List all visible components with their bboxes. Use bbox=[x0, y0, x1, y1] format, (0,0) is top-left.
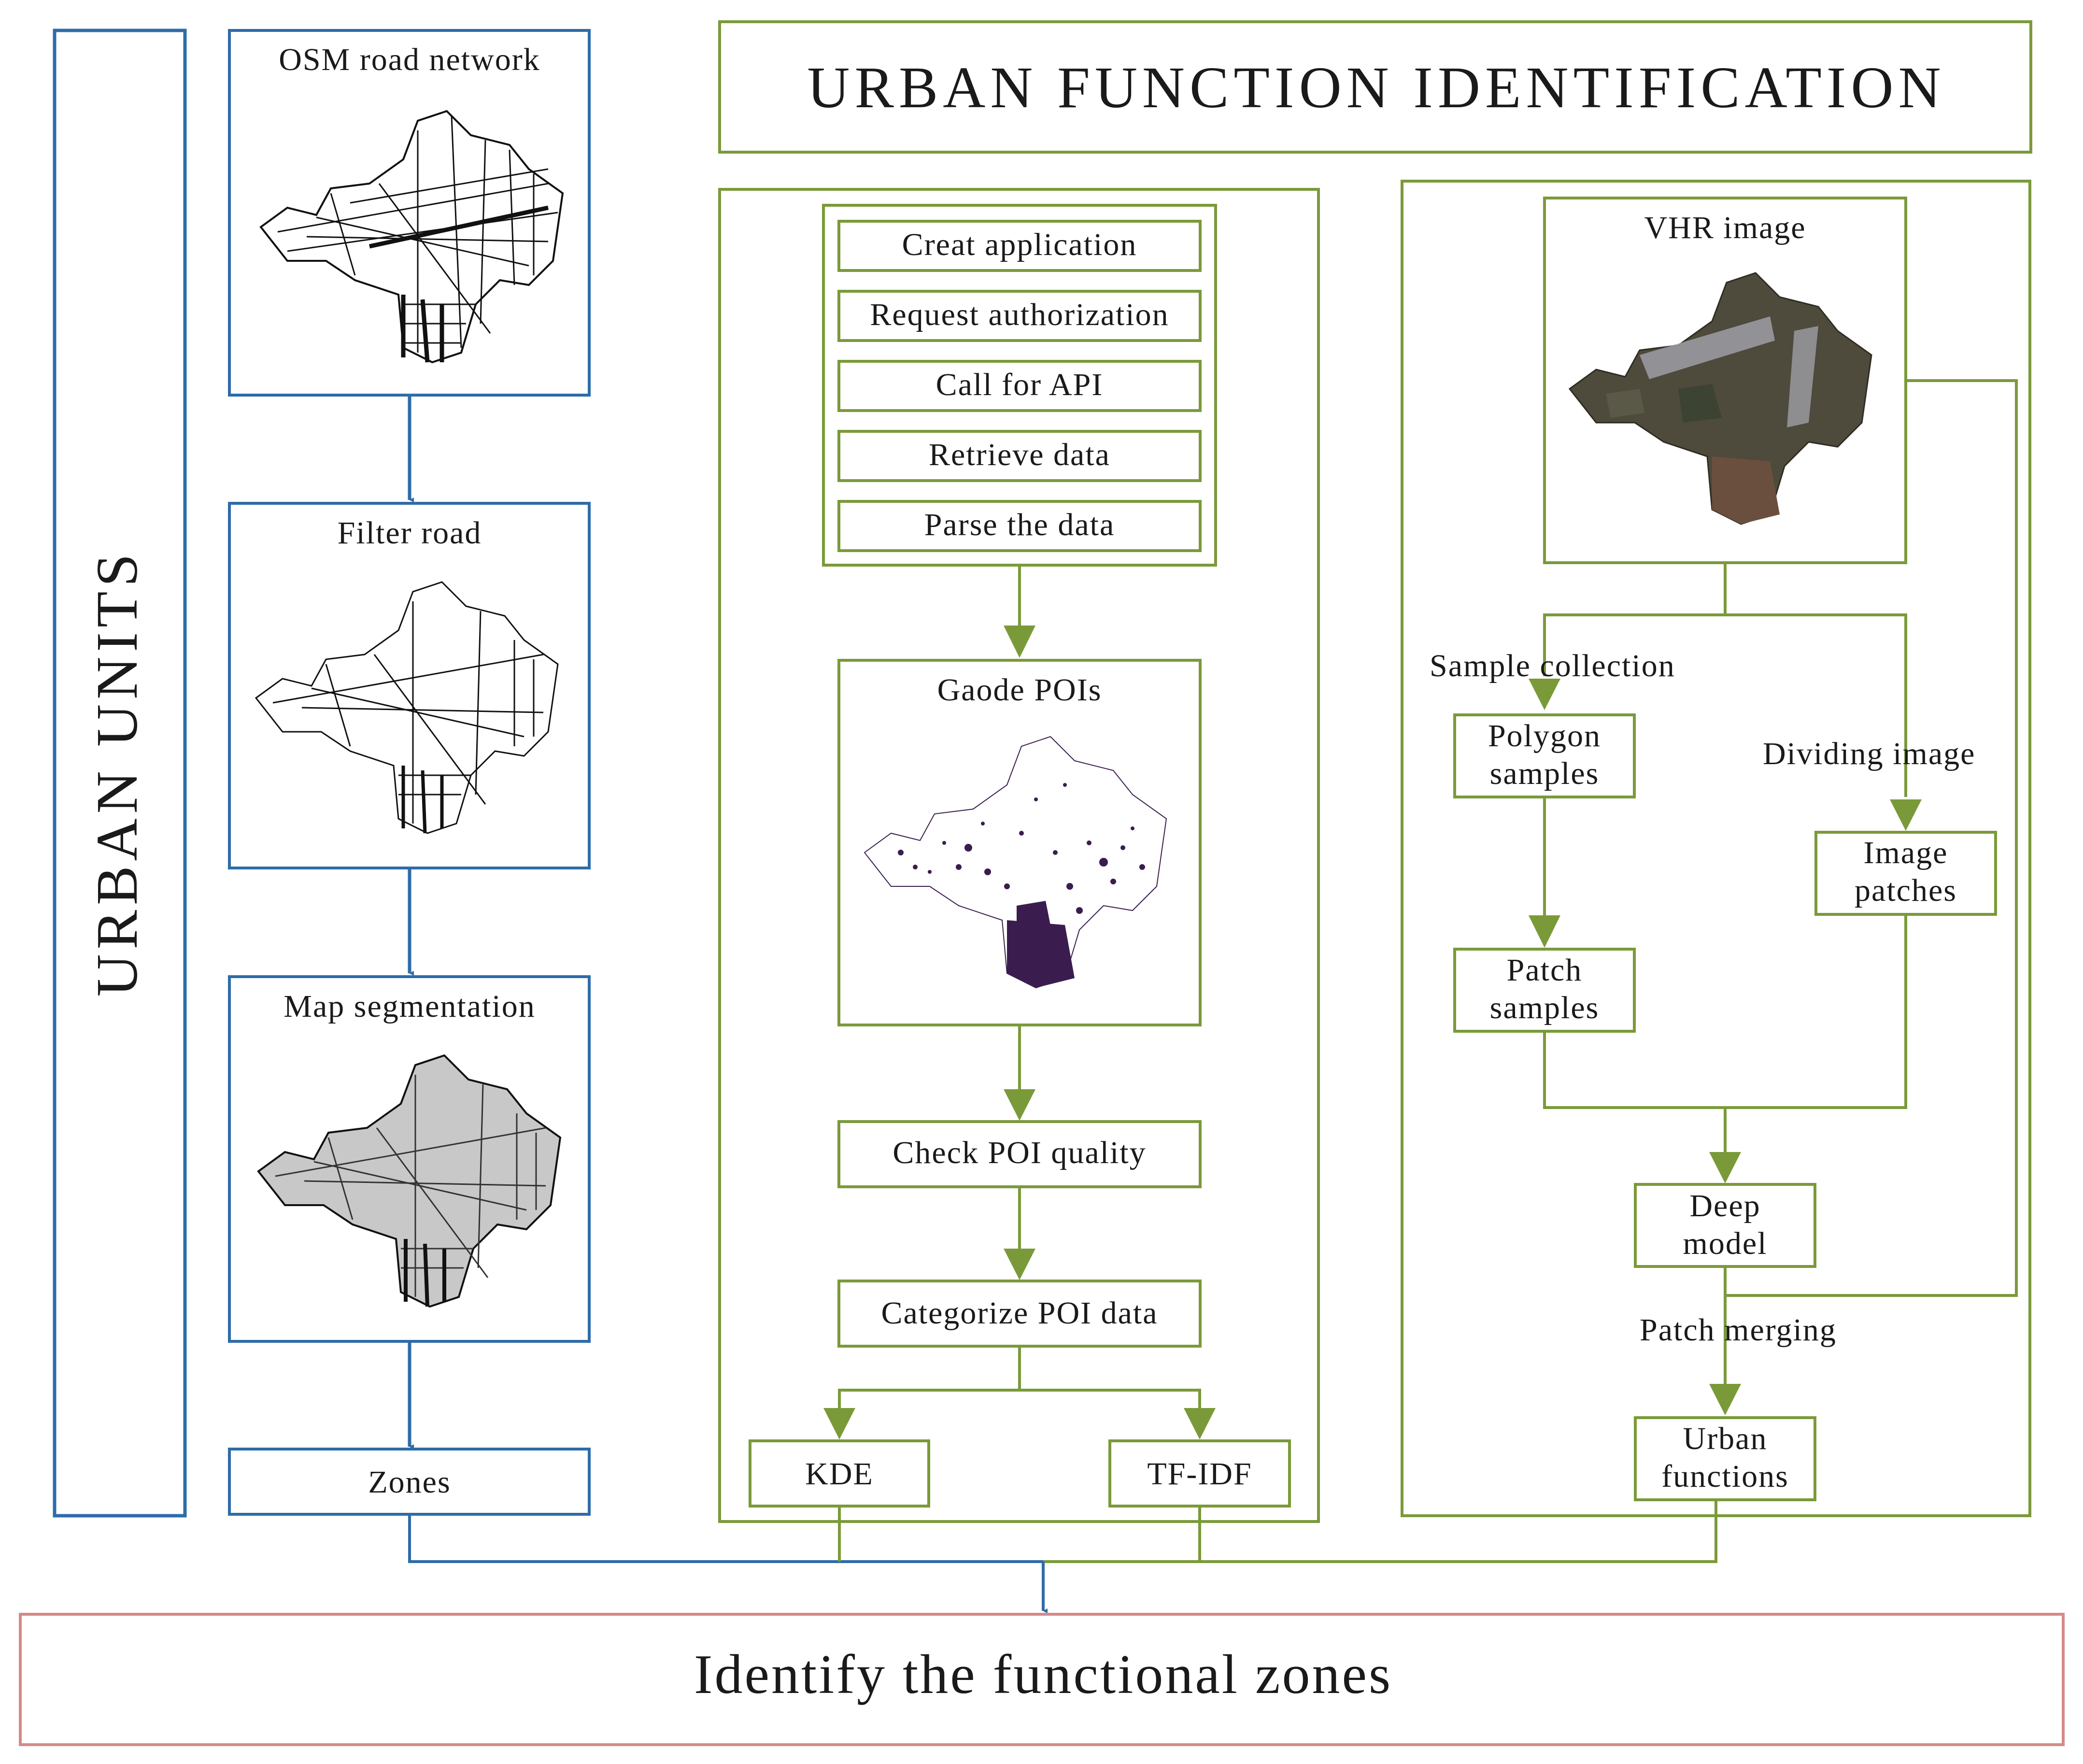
urban-units-frame bbox=[53, 28, 187, 1518]
categorize-poi-data-label: Categorize POI data bbox=[881, 1295, 1158, 1331]
arrow-deep-to-urban bbox=[1709, 1266, 1741, 1415]
creat-application-label: Creat application bbox=[902, 227, 1137, 262]
zones-to-final-line bbox=[408, 1514, 1043, 1563]
segmented-map bbox=[257, 1054, 562, 1308]
arrow-check-to-categorize bbox=[1004, 1187, 1035, 1280]
arrow-categorize-split bbox=[823, 1346, 1216, 1439]
urban-functions-label-1: Urban bbox=[1683, 1421, 1768, 1456]
gaode-pois-label: Gaode POIs bbox=[937, 672, 1102, 708]
patch-samples-label-1: Patch bbox=[1507, 953, 1583, 988]
filter-road-label: Filter road bbox=[338, 515, 482, 551]
vhr-image-label: VHR image bbox=[1644, 210, 1806, 245]
call-for-api-label: Call for API bbox=[936, 367, 1104, 402]
image-patches-label-1: Image bbox=[1864, 835, 1948, 870]
creat-application-box bbox=[837, 220, 1202, 272]
osm-road-map bbox=[259, 110, 564, 364]
urban-function-title: URBAN FUNCTION IDENTIFICATION bbox=[807, 55, 1945, 120]
arrow-api-to-gaode bbox=[1004, 565, 1035, 658]
polygon-samples-label-1: Polygon bbox=[1488, 718, 1601, 754]
dividing-image-label: Dividing image bbox=[1763, 736, 1975, 771]
patch-samples-label-2: samples bbox=[1490, 990, 1600, 1025]
request-authorization-box bbox=[837, 290, 1202, 342]
identify-functional-zones-box bbox=[19, 1613, 2065, 1746]
poi-branch-frame bbox=[718, 188, 1320, 1523]
request-authorization-label: Request authorization bbox=[870, 297, 1169, 332]
arrow-polygon-to-patch bbox=[1529, 797, 1560, 948]
zones-label: Zones bbox=[368, 1465, 451, 1500]
image-patches-label-2: patches bbox=[1855, 873, 1957, 908]
arrow-vhr-split bbox=[1529, 563, 1922, 831]
patch-merging-label: Patch merging bbox=[1640, 1312, 1837, 1348]
sample-collection-label: Sample collection bbox=[1430, 648, 1675, 683]
call-for-api-box bbox=[837, 360, 1202, 412]
parse-the-data-label: Parse the data bbox=[924, 507, 1115, 542]
identify-functional-zones-label: Identify the functional zones bbox=[694, 1644, 1392, 1706]
kde-label: KDE bbox=[805, 1456, 874, 1492]
filtered-road-map bbox=[255, 581, 559, 834]
polygon-samples-label-2: samples bbox=[1490, 756, 1600, 791]
poi-density-map bbox=[864, 736, 1167, 989]
urban-functions-to-final-line bbox=[1043, 1500, 1717, 1563]
deep-model-label-1: Deep bbox=[1689, 1188, 1760, 1223]
osm-road-network-label: OSM road network bbox=[279, 42, 540, 77]
parse-the-data-box bbox=[837, 500, 1202, 552]
vhr-satellite-image bbox=[1568, 272, 1872, 525]
check-poi-quality-label: Check POI quality bbox=[893, 1135, 1146, 1170]
retrieve-data-label: Retrieve data bbox=[929, 437, 1110, 472]
arrow-gaode-to-check bbox=[1004, 1025, 1035, 1121]
retrieve-data-box bbox=[837, 430, 1202, 482]
urban-functions-box bbox=[1634, 1416, 1816, 1501]
deep-model-label-2: model bbox=[1683, 1226, 1768, 1261]
map-segmentation-label: Map segmentation bbox=[283, 989, 535, 1024]
arrow-merge-to-deep bbox=[1543, 914, 1907, 1183]
tfidf-label: TF-IDF bbox=[1147, 1456, 1252, 1492]
urban-functions-label-2: functions bbox=[1661, 1459, 1789, 1494]
urban-function-title-box bbox=[718, 20, 2032, 154]
vhr-to-deep-model-line bbox=[1725, 379, 2018, 1297]
urban-units-title: URBAN UNITS bbox=[85, 549, 150, 997]
